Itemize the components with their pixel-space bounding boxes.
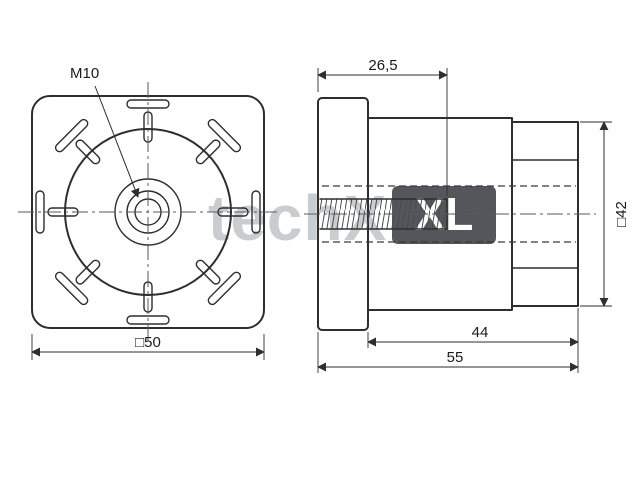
slot-nw	[53, 117, 115, 179]
slot-ne	[181, 117, 243, 179]
front-width-label: □50	[135, 334, 161, 351]
slot-sw	[53, 245, 115, 307]
body-length-label: 44	[472, 324, 489, 341]
thread-label: M10	[70, 65, 99, 82]
thread-leader-line	[94, 85, 140, 198]
total-length-label: 55	[447, 349, 464, 366]
thread-depth-label: 26,5	[368, 57, 397, 74]
slot-se	[181, 245, 243, 307]
side-view: 26,5 □42 44 55	[304, 57, 630, 373]
front-view: M10 □50	[18, 65, 280, 360]
body-size-label: □42	[613, 201, 630, 227]
